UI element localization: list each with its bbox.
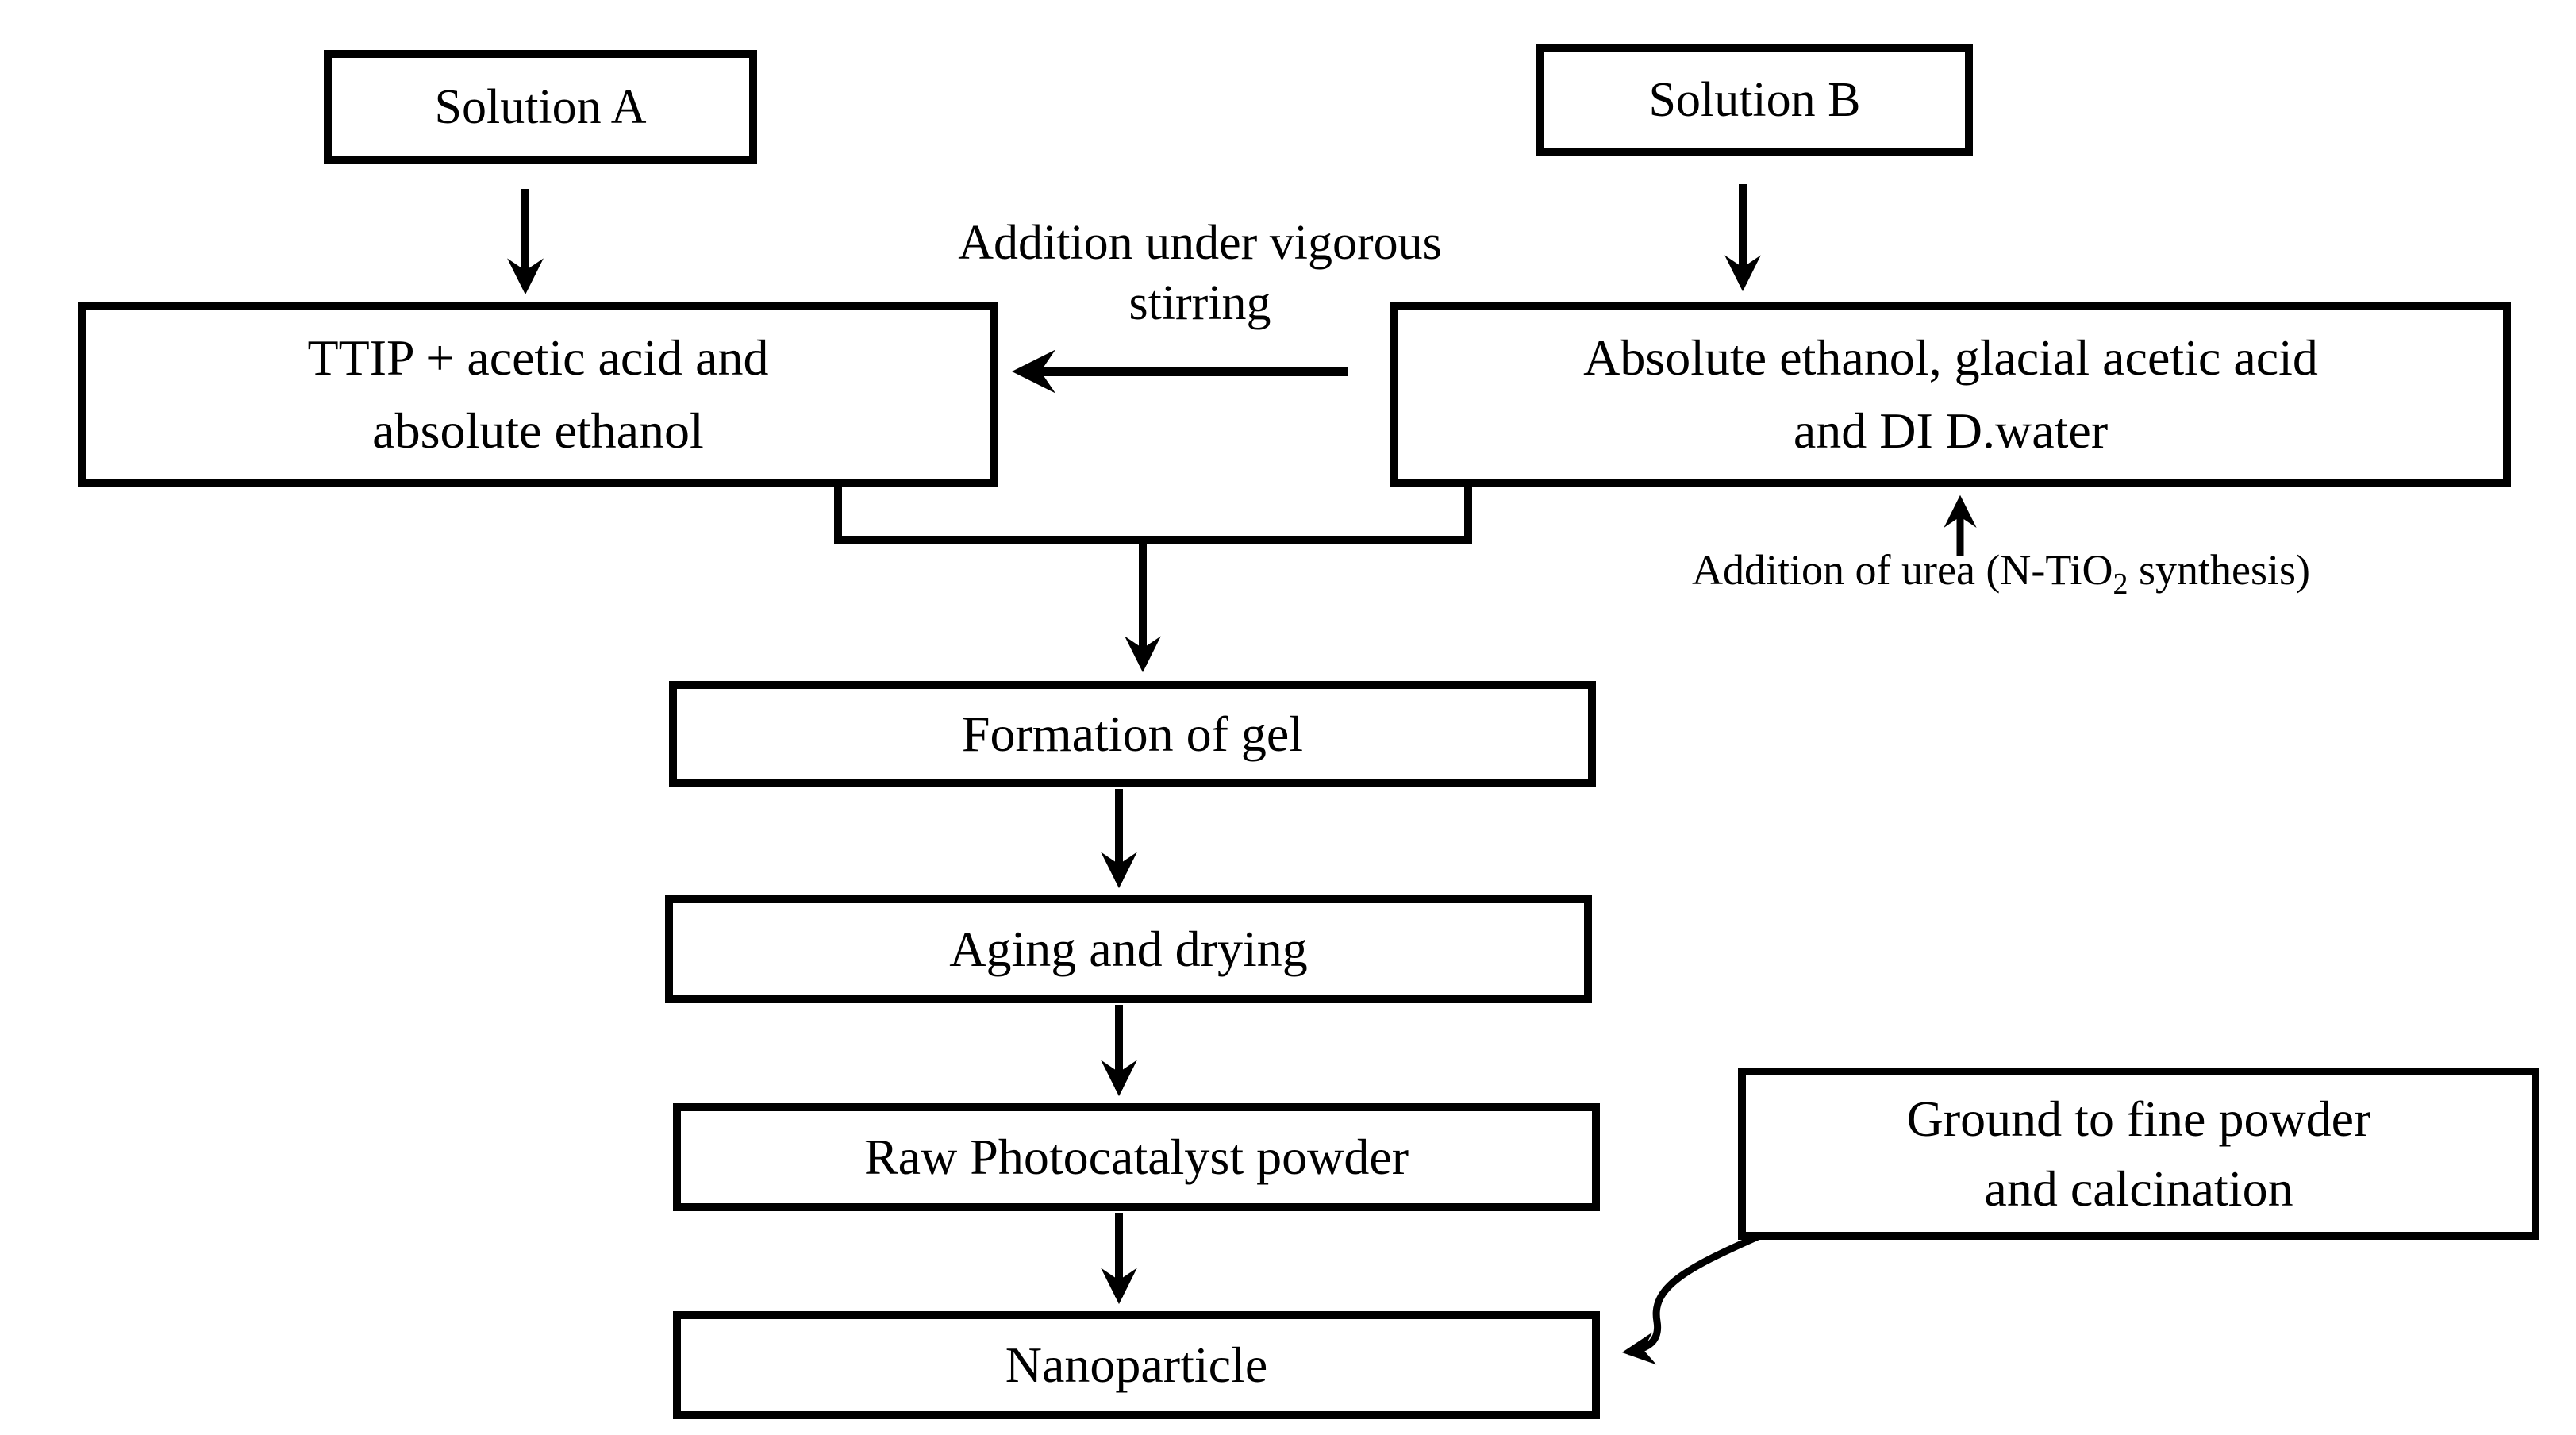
box-ground-line1: Ground to fine powder — [1906, 1090, 2371, 1147]
box-nano-label: Nanoparticle — [1005, 1337, 1268, 1393]
merge-connector — [834, 482, 1472, 544]
box-solution-a-label: Solution A — [434, 79, 647, 134]
box-aging-and-drying: Aging and drying — [665, 895, 1592, 1003]
box-ground-to-fine-powder: Ground to fine powder and calcination — [1738, 1068, 2539, 1240]
label-urea-suffix: synthesis) — [2128, 546, 2310, 594]
box-solution-b-label: Solution B — [1648, 72, 1861, 127]
label-addition-of-urea: Addition of urea (N-TiO2 synthesis) — [1692, 546, 2310, 599]
box-ethanol-mixture: Absolute ethanol, glacial acetic acid an… — [1390, 302, 2511, 487]
box-solution-b: Solution B — [1536, 44, 1973, 156]
label-addition-under-vigorous-stirring: Addition under vigorous stirring — [724, 213, 1676, 333]
box-raw-label: Raw Photocatalyst powder — [863, 1129, 1409, 1185]
label-stirring-line2: stirring — [1128, 276, 1271, 330]
box-aging-label: Aging and drying — [949, 921, 1308, 977]
box-solution-a: Solution A — [324, 50, 757, 164]
box-formation-of-gel: Formation of gel — [669, 681, 1596, 787]
box-ttip-line1: TTIP + acetic acid and — [307, 329, 769, 386]
label-urea-prefix: Addition of urea (N-TiO — [1692, 546, 2113, 594]
box-ethanol-line1: Absolute ethanol, glacial acetic acid — [1583, 329, 2318, 386]
label-urea-subscript: 2 — [2113, 567, 2128, 601]
arrow-grinding-to-nanoparticle — [1621, 1233, 1759, 1365]
box-ttip-mixture: TTIP + acetic acid and absolute ethanol — [78, 302, 998, 487]
box-raw-photocatalyst-powder: Raw Photocatalyst powder — [673, 1103, 1600, 1211]
box-ethanol-line2: and DI D.water — [1793, 402, 2109, 459]
label-stirring-line1: Addition under vigorous — [958, 216, 1442, 270]
box-gel-label: Formation of gel — [961, 706, 1304, 762]
box-nanoparticle: Nanoparticle — [673, 1311, 1600, 1419]
box-ttip-line2: absolute ethanol — [372, 402, 704, 459]
box-ground-line2: and calcination — [1984, 1160, 2293, 1217]
